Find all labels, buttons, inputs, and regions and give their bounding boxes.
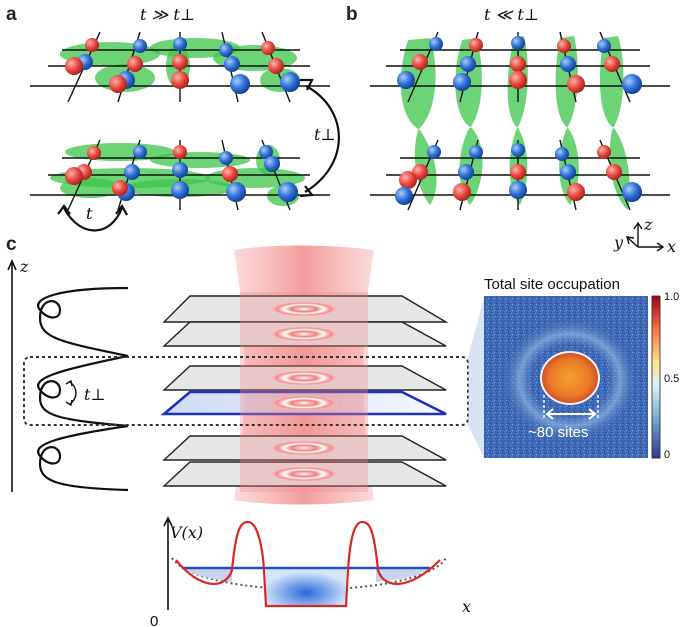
panel-a-label: a	[6, 4, 17, 25]
inset-title: Total site occupation	[484, 276, 620, 293]
selection-box	[23, 356, 469, 426]
intralayer-t-label: t	[86, 204, 93, 223]
panel-a-title: t ≫ t⊥	[140, 5, 195, 24]
colorbar-tick-mid: 0.5	[664, 373, 679, 385]
coordinate-axes	[626, 221, 665, 252]
atoms	[65, 37, 300, 94]
size-arrow	[545, 408, 597, 420]
central-well	[266, 568, 346, 606]
occupation-spot	[540, 351, 600, 405]
size-annotation: ~80 sites	[528, 424, 588, 441]
atoms	[65, 145, 298, 202]
panel-a-lower-layer	[30, 139, 330, 211]
potential-ylabel: V(x)	[170, 523, 203, 542]
vertical-lattice-potential	[37, 286, 129, 492]
axis-z-label: z	[643, 215, 653, 234]
z-axis	[7, 259, 17, 492]
potential-xlabel: x	[462, 597, 471, 616]
panel-b-label: b	[346, 4, 358, 25]
panel-c: c z t⊥	[6, 234, 679, 627]
panel-a-upper-layer	[30, 31, 330, 103]
occupation-inset: Total site occupation ~80 sites 1.0 0.5 …	[484, 276, 679, 461]
zoom-wedge	[468, 298, 484, 458]
interlayer-tunneling-arrow	[299, 78, 340, 198]
tunnel-t-label: t⊥	[84, 385, 105, 404]
potential-curve	[175, 520, 441, 608]
atom-clouds	[268, 301, 340, 482]
tunnel-arrow	[65, 379, 77, 407]
right-reservoir	[376, 568, 430, 582]
colorbar-tick-max: 1.0	[664, 291, 679, 303]
atoms-upper	[397, 36, 642, 94]
left-reservoir	[182, 568, 232, 582]
axis-y-label: y	[613, 233, 624, 252]
interlayer-t-label: t⊥	[314, 125, 335, 144]
intralayer-tunneling-arrow	[57, 203, 128, 232]
colorbar	[651, 295, 661, 459]
colorbar-tick-min: 0	[664, 449, 670, 461]
panel-b: b t ≪ t⊥	[346, 4, 676, 256]
potential-zero: 0	[150, 613, 158, 627]
panel-c-label: c	[6, 234, 17, 255]
axis-x-label: x	[667, 237, 676, 256]
potential-plot: V(x) x 0	[150, 516, 471, 627]
beam-overlay	[240, 292, 368, 492]
z-axis-label: z	[19, 257, 29, 276]
panel-b-title: t ≪ t⊥	[484, 5, 539, 24]
panel-a: a t ≫ t⊥	[6, 4, 340, 232]
atoms-lower	[395, 143, 642, 205]
